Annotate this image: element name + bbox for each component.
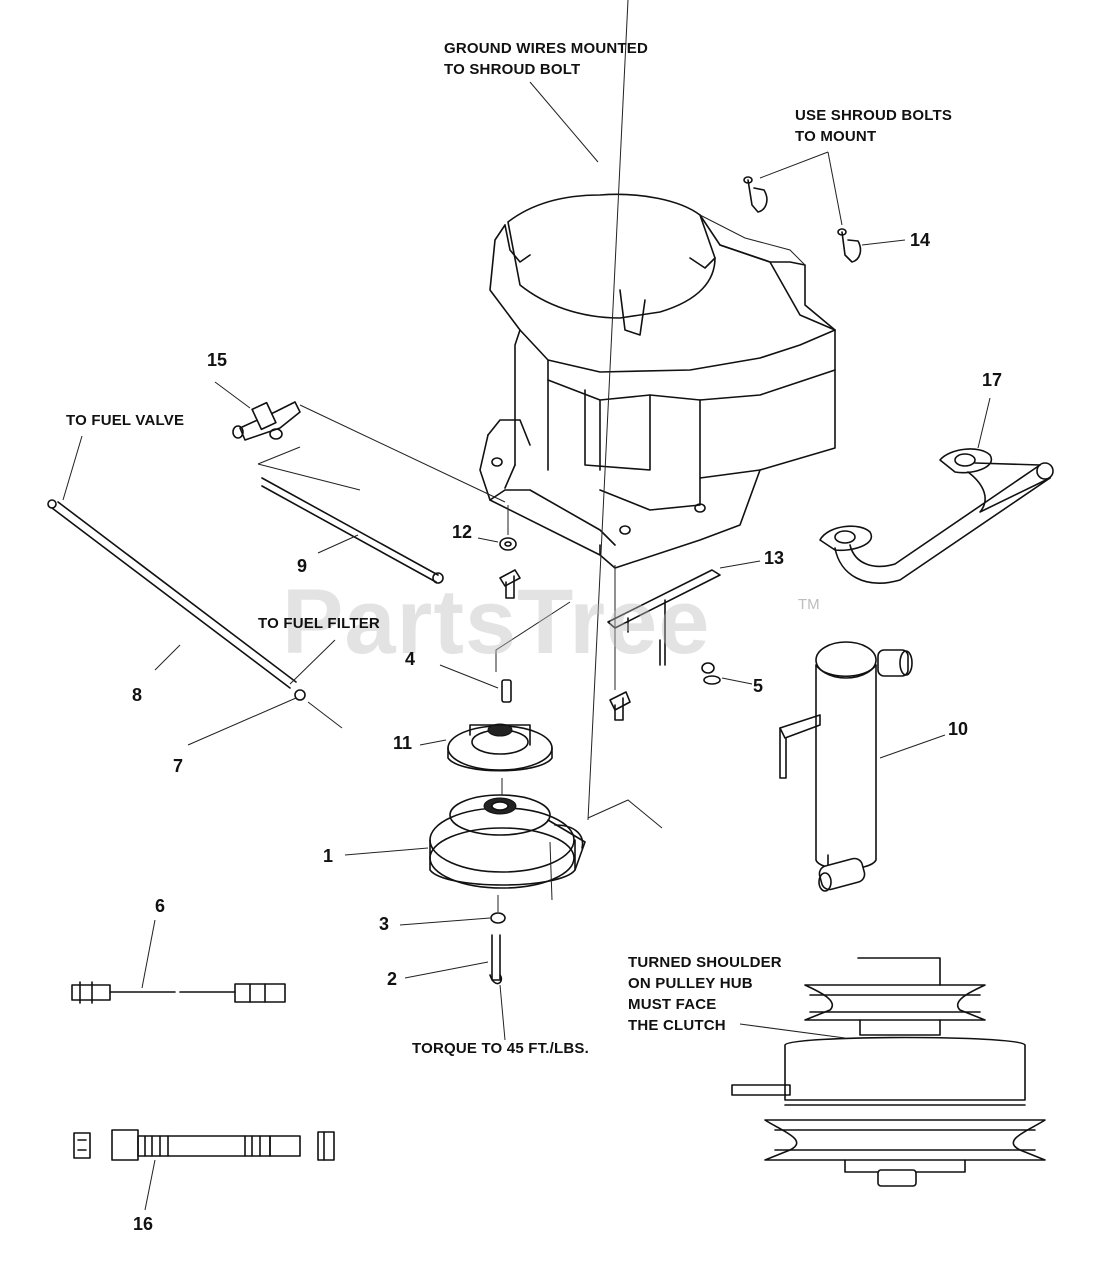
- note-shoulder-line-3: MUST FACE: [628, 996, 717, 1013]
- callout-5: 5: [753, 676, 764, 696]
- note-fuel-valve: TO FUEL VALVE: [66, 412, 185, 429]
- fuel-line-8: [47, 435, 297, 689]
- bolt-center: [609, 691, 631, 721]
- key-bar-13: [607, 560, 761, 666]
- callout-7: 7: [173, 756, 184, 776]
- note-ground-wires: GROUND WIRES MOUNTED TO SHROUD BOLT: [444, 38, 648, 80]
- callout-16: 16: [133, 1214, 154, 1234]
- callout-3: 3: [379, 914, 390, 934]
- callout-12: 12: [452, 522, 473, 542]
- bolt-2: [404, 934, 506, 1041]
- note-shoulder-line-2: ON PULLEY HUB: [628, 975, 753, 992]
- bolt-12: [499, 569, 521, 599]
- muffler-10: [779, 641, 946, 892]
- note-shroud-bolts-line-2: TO MOUNT: [795, 128, 877, 145]
- engine-illustration: [479, 193, 836, 690]
- note-ground-wires-line-1: GROUND WIRES MOUNTED: [444, 40, 648, 57]
- fuel-line-9: [261, 477, 444, 584]
- note-fuel-filter: TO FUEL FILTER: [258, 615, 380, 632]
- fuel-tee-fitting: [214, 381, 301, 441]
- note-torque: TORQUE TO 45 FT./LBS.: [412, 1040, 590, 1057]
- callout-2: 2: [387, 969, 398, 989]
- callout-8: 8: [132, 685, 143, 705]
- electric-clutch-1: [344, 0, 663, 901]
- shroud-bolt-1: [743, 176, 768, 213]
- callout-1: 1: [323, 846, 334, 866]
- callout-9: 9: [297, 556, 308, 576]
- note-turned-shoulder: TURNED SHOULDER ON PULLEY HUB MUST FACE …: [628, 952, 782, 1036]
- callout-10: 10: [948, 719, 969, 739]
- note-shroud-bolts-line-1: USE SHROUD BOLTS: [795, 107, 953, 124]
- callout-17: 17: [982, 370, 1003, 390]
- note-shoulder-line-1: TURNED SHOULDER: [628, 954, 782, 971]
- wire-harness-6: [71, 919, 286, 1004]
- watermark-trademark: TM: [798, 596, 820, 613]
- callout-13: 13: [764, 548, 785, 568]
- callout-15: 15: [207, 350, 228, 370]
- fuel-hose-16: [73, 1129, 335, 1211]
- callout-14: 14: [910, 230, 931, 250]
- washer-3: [399, 895, 506, 926]
- note-shroud-bolts: USE SHROUD BOLTS TO MOUNT: [795, 105, 952, 147]
- exhaust-pipe-17: [819, 397, 1054, 584]
- watermark-text: PartsTree: [282, 571, 711, 673]
- callout-4: 4: [405, 649, 416, 669]
- key-4: [439, 601, 571, 703]
- note-shoulder-line-4: THE CLUTCH: [628, 1017, 726, 1034]
- hose-clamp-7: [187, 639, 343, 746]
- pulley-11: [419, 723, 553, 772]
- washer-12: [477, 505, 517, 551]
- screw-5: [701, 662, 753, 685]
- clutch-detail-view: [731, 957, 1046, 1187]
- shroud-bolt-14: [837, 228, 862, 263]
- note-ground-wires-line-2: TO SHROUD BOLT: [444, 61, 581, 78]
- callout-11: 11: [393, 733, 413, 753]
- callout-6: 6: [155, 896, 166, 916]
